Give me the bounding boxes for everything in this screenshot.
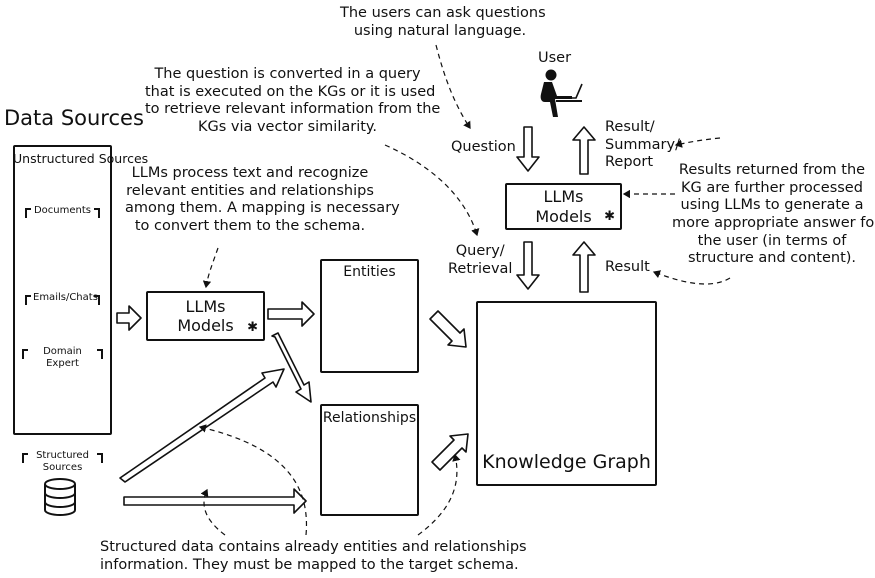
label-line: Query/ [455, 243, 505, 259]
arrow-llm-to-relationships [271, 332, 312, 403]
arrow-sources-to-llm [116, 305, 142, 331]
note-line: relevant entities and relationships [126, 182, 374, 199]
unstructured-sources-box [13, 145, 112, 435]
note-results-returned: Results returned from the KG are further… [672, 162, 875, 268]
label-line: Retrieval [448, 260, 513, 277]
llm-query-line2: Models [535, 206, 592, 226]
note-line: LLMs process text and recognize [131, 165, 369, 181]
user-at-laptop-icon [540, 69, 583, 117]
note-line: The users can ask questions [340, 5, 546, 21]
arrow-relationships-to-kg [431, 433, 469, 471]
label-line: Summary/ [605, 136, 680, 153]
user-label: User [538, 50, 572, 66]
note-line: using LLMs to generate a [680, 197, 864, 214]
emails-chats-label: Emails/Chats [25, 292, 100, 305]
arrow-llm-to-entities [267, 301, 315, 327]
llm-extraction-line2: Models [177, 316, 234, 335]
result-label: Result [605, 259, 650, 275]
note-question-converted: The question is converted in a query tha… [145, 66, 441, 137]
note-line: Results returned from the [678, 162, 866, 178]
arrow-structured-to-relationships [123, 488, 307, 514]
llm-extraction-box: LLMs Models ✱ [146, 291, 265, 341]
llm-query-line1: LLMs [543, 187, 584, 207]
gear-icon: ✱ [604, 209, 615, 225]
arrow-structured-to-entities [119, 368, 285, 483]
note-line: using natural language. [353, 22, 527, 39]
gear-icon: ✱ [247, 320, 258, 336]
note-line: more appropriate answer for [672, 215, 875, 232]
note-line: structure and content). [687, 250, 857, 267]
dashed-query-note-to-retrieval [384, 144, 480, 237]
entities-box: Entities [320, 259, 419, 373]
note-llms-process: LLMs process text and recognize relevant… [125, 165, 400, 236]
note-line: the user (in terms of [697, 232, 847, 249]
arrow-result-up [572, 241, 596, 293]
dashed-results-note-to-summary [674, 137, 721, 148]
relationships-title: Relationships [322, 410, 417, 426]
note-line: to retrieve relevant information from th… [145, 101, 441, 118]
dashed-structured-note-to-kg-arrow [417, 453, 461, 536]
page-title: Data Sources [4, 106, 144, 130]
entities-title: Entities [343, 264, 396, 280]
note-line: that is executed on the KGs or it is use… [145, 83, 436, 100]
database-icon [44, 478, 76, 516]
note-line: The question is converted in a query [154, 66, 421, 82]
arrow-question-down [516, 126, 540, 172]
note-line: Structured data contains already entitie… [100, 539, 527, 555]
arrow-result-summary-up [572, 126, 596, 175]
dashed-llm-note-to-llm [202, 247, 219, 289]
dashed-structured-note-to-entities-arrow [198, 424, 308, 536]
llm-extraction-line1: LLMs [185, 296, 226, 316]
note-line: among them. A mapping is necessary [125, 200, 400, 217]
arrow-query-down [516, 241, 540, 290]
note-line: KGs via vector similarity. [197, 119, 378, 136]
dashed-results-note-to-result [652, 270, 731, 285]
domain-expert-label: Domain Expert [22, 346, 103, 370]
knowledge-graph-title: Knowledge Graph [482, 451, 651, 473]
note-users-ask: The users can ask questions using natura… [340, 5, 546, 40]
structured-sources-label: Structured Sources [22, 450, 103, 474]
label-line: Result/ [605, 119, 655, 135]
documents-label: Documents [25, 205, 100, 218]
result-summary-report-label: Result/ Summary/ Report [605, 119, 680, 172]
knowledge-graph-box: Knowledge Graph [476, 301, 657, 486]
query-retrieval-label: Query/ Retrieval [448, 243, 512, 278]
unstructured-sources-title: Unstructured Sources [13, 151, 149, 166]
dashed-users-to-question [435, 44, 471, 130]
question-label: Question [451, 139, 516, 155]
note-line: KG are further processed [681, 179, 863, 196]
llm-query-box: LLMs Models ✱ [505, 183, 622, 230]
note-structured-data: Structured data contains already entitie… [100, 539, 527, 574]
relationships-box: Relationships [320, 404, 419, 516]
dashed-structured-note-to-arrow [200, 488, 226, 536]
note-line: to convert them to the schema. [134, 218, 366, 235]
note-line: information. They must be mapped to the … [100, 556, 519, 573]
label-line: Report [605, 154, 654, 171]
arrow-entities-to-kg [429, 310, 467, 348]
